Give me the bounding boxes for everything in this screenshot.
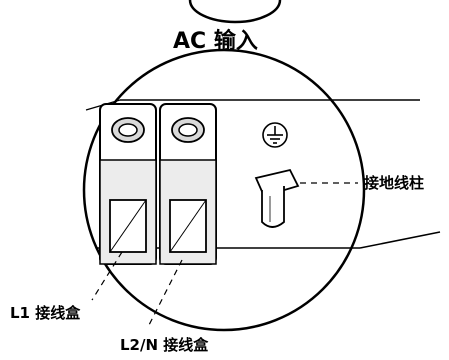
- ground-stud-label: 接地线柱: [364, 174, 424, 192]
- ground-symbol-icon: [262, 122, 288, 148]
- l1-box-label: L1 接线盒: [10, 304, 81, 322]
- top-connector-arc: [188, 0, 282, 24]
- l2n-box-leader: [147, 259, 183, 328]
- l2n-terminal-block: [159, 103, 217, 265]
- l1-terminal-block: [99, 103, 157, 265]
- l1-box-leader: [91, 251, 123, 301]
- l2n-box-label: L2/N 接线盒: [120, 336, 209, 354]
- ground-stud: [254, 168, 300, 228]
